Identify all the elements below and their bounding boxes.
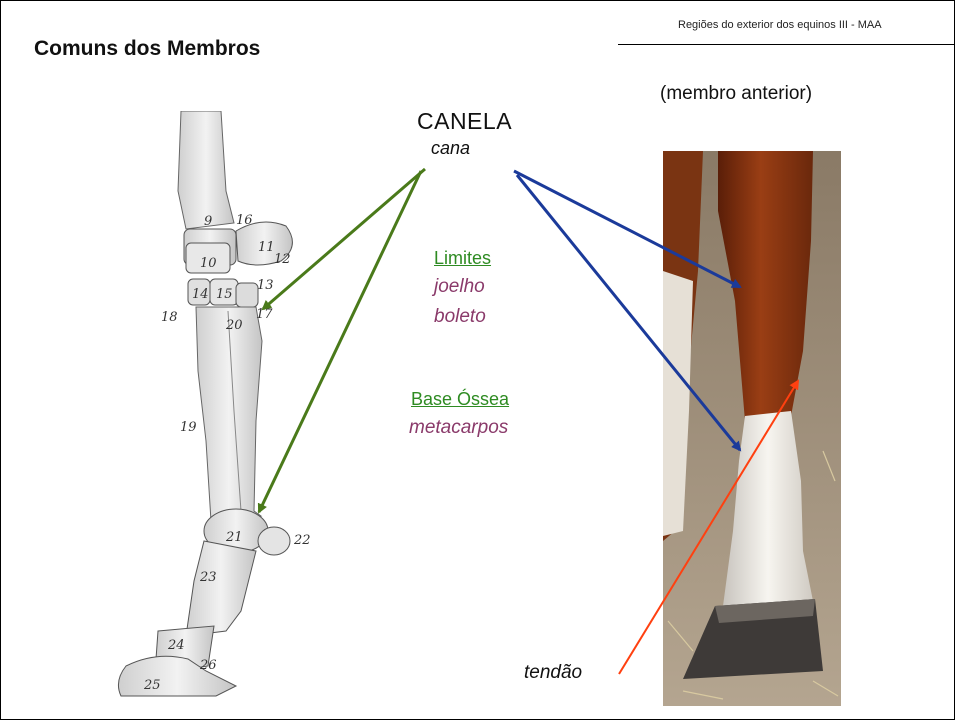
bone-number: 19 [180,420,197,435]
bone-number: 15 [216,287,233,302]
header-divider [618,44,954,45]
bone-number: 21 [225,530,243,545]
bone-number: 14 [192,287,209,302]
page-title: Comuns dos Membros [34,37,261,60]
bone-base-item: metacarpos [409,417,509,438]
bone-number: 16 [236,213,253,228]
tendon-label: tendão [524,662,583,683]
bone-number: 10 [200,256,217,271]
bone-number: 24 [167,638,185,653]
limit-item-2: boleto [434,306,486,327]
bone-number: 20 [225,318,243,333]
bone-base-heading: Base Óssea [411,389,510,409]
bone-number: 25 [143,678,161,693]
limit-item-1: joelho [434,276,485,297]
bone-diagram: 9 16 11 12 10 13 14 15 17 18 20 19 21 22… [117,111,311,697]
bone-number: 23 [199,570,217,585]
bone-number: 17 [256,307,273,322]
limits-heading: Limites [434,248,492,268]
bone-number: 18 [161,310,178,325]
header-text: Regiões do exterior dos equinos III - MA… [678,19,882,31]
subtitle: (membro anterior) [660,83,813,104]
bone-number: 22 [293,533,311,548]
term-latin: cana [431,138,471,158]
bone-number: 9 [204,214,212,229]
bone-number: 26 [199,658,217,673]
horse-leg-photo [663,151,841,706]
bone-number: 13 [257,278,274,293]
bone-number: 11 [258,240,275,255]
term-name: CANELA [417,108,513,134]
bone-number: 12 [274,252,291,267]
